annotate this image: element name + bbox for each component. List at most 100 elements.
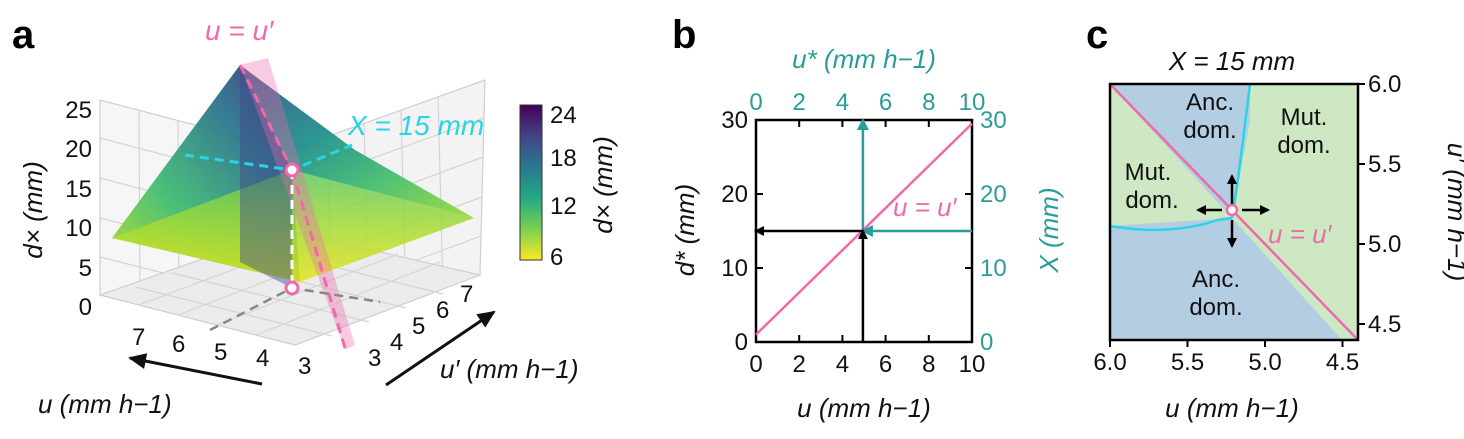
b-right-tick-label: 10	[980, 255, 1007, 282]
panel-a-u-label: u (mm h−1)	[38, 389, 172, 419]
panel-b-arrows	[754, 118, 972, 342]
panel-c-ticks	[1109, 83, 1365, 347]
panel-a-uprime-label: u′ (mm h−1)	[440, 354, 579, 384]
region-label: Mut.	[1281, 104, 1328, 131]
colorbar	[519, 104, 543, 261]
b-left-tick-label: 20	[721, 181, 748, 208]
panel-a-z-label: d× (mm)	[18, 161, 48, 259]
diagonal-plane	[240, 58, 355, 350]
z-tick: 0	[79, 294, 92, 321]
panel-a-u-ticks: 7 6 5 4 3	[132, 324, 311, 380]
b-left-tick-label: 30	[721, 107, 748, 134]
region-label: dom.	[1277, 132, 1330, 159]
b-bottom-tick-label: 4	[836, 351, 849, 378]
u-tick: 6	[172, 331, 185, 358]
uprime-tick: 7	[460, 281, 473, 308]
b-bottom-tick-label: 10	[959, 351, 986, 378]
panel-a: a	[12, 13, 618, 419]
surface-crease-shadow	[240, 65, 292, 288]
b-bottom-tick-label: 0	[749, 351, 762, 378]
panel-c-frame	[1108, 82, 1360, 342]
surface-right-face	[240, 65, 474, 218]
b-top-tick-label: 4	[836, 89, 849, 116]
b-left-tick-label: 10	[721, 255, 748, 282]
b-top-tick-label: 2	[793, 89, 806, 116]
colorbar-tick: 24	[550, 102, 577, 129]
uprime-tick: 4	[390, 329, 403, 356]
panel-a-diagonal-label: u = u′	[205, 15, 275, 46]
diagonal-dashed-line-upper	[238, 64, 294, 171]
panel-b-left-label: d* (mm)	[670, 184, 700, 276]
mutant-region-left	[1110, 84, 1232, 226]
colorbar-ticks: 24 18 12 6	[550, 102, 577, 271]
colorbar-tick: 6	[550, 244, 563, 271]
panel-b-top-label: u* (mm h−1)	[792, 44, 936, 74]
boundary-left	[1109, 216, 1233, 232]
marked-point-surface	[284, 162, 300, 178]
panel-c-title: X = 15 mm	[1168, 46, 1295, 76]
b-top-tick-label: 8	[922, 89, 935, 116]
b-right-tick-label: 0	[980, 329, 993, 356]
b-right-tick-label: 20	[980, 181, 1007, 208]
b-bottom-tick-label: 6	[879, 351, 892, 378]
marked-point-floor	[284, 280, 300, 296]
z-tick: 10	[65, 215, 92, 242]
region-label: dom.	[1125, 187, 1178, 214]
panel-a-uprime-arrow	[385, 310, 496, 387]
panel-a-slice-label: X = 15 mm	[347, 110, 484, 141]
colorbar-tick: 18	[550, 145, 577, 172]
b-right-tick-label: 30	[980, 107, 1007, 134]
z-tick: 5	[79, 255, 92, 282]
panel-a-u-arrow	[128, 353, 263, 386]
panel-b-letter: b	[672, 13, 696, 57]
region-label: dom.	[1189, 294, 1242, 321]
panel-c-bottom-label: u (mm h−1)	[1165, 393, 1299, 423]
colorbar-label: d× (mm)	[588, 136, 618, 234]
colorbar-tick: 12	[550, 193, 577, 220]
b-left-tick-label: 0	[735, 329, 748, 356]
uprime-tick: 5	[412, 313, 425, 340]
b-top-tick-label: 0	[749, 89, 762, 116]
b-bottom-tick-label: 2	[793, 351, 806, 378]
panel-b-diagonal-label: u = u′	[893, 192, 958, 222]
uprime-tick: 3	[368, 345, 381, 372]
c-bottom-tick-label: 5.0	[1248, 349, 1281, 376]
panel-c-cross-arrows	[1196, 174, 1270, 248]
c-bottom-tick-label: 4.5	[1326, 349, 1359, 376]
region-label: dom.	[1183, 117, 1236, 144]
b-top-tick-label: 6	[879, 89, 892, 116]
z-tick: 15	[65, 176, 92, 203]
panel-c: c X = 15 mm Anc. dom. Mut. dom. Mut. dom…	[1086, 13, 1464, 423]
region-label: Anc.	[1192, 266, 1240, 293]
panel-c-right-label: u′ (mm h−1)	[1442, 143, 1464, 282]
u-tick: 5	[214, 339, 227, 366]
uprime-tick: 6	[436, 297, 449, 324]
panel-c-letter: c	[1086, 13, 1108, 57]
panel-b-ticks	[755, 119, 973, 343]
panel-c-diagonal-label: u = u′	[1268, 219, 1333, 249]
c-right-tick-label: 5.0	[1368, 231, 1401, 258]
u-tick: 4	[256, 345, 269, 372]
c-right-tick-label: 6.0	[1368, 71, 1401, 98]
panel-b-bottom-label: u (mm h−1)	[797, 393, 931, 423]
region-labels: Anc. dom. Mut. dom. Mut. dom. Anc. dom.	[1125, 89, 1331, 321]
panel-a-z-ticks: 0 5 10 15 20 25	[65, 97, 92, 321]
region-label: Anc.	[1186, 89, 1234, 116]
panel-a-uprime-ticks: 3 4 5 6 7	[368, 281, 473, 372]
b-bottom-tick-label: 8	[922, 351, 935, 378]
z-tick: 20	[65, 136, 92, 163]
c-right-tick-label: 4.5	[1368, 311, 1401, 338]
u-tick: 7	[132, 324, 145, 351]
c-bottom-tick-label: 6.0	[1093, 349, 1126, 376]
c-right-tick-label: 5.5	[1368, 151, 1401, 178]
z-tick: 25	[65, 97, 92, 124]
panel-c-marked-point	[1225, 203, 1239, 217]
panel-a-letter: a	[12, 13, 35, 57]
mutant-region-top-right	[1232, 84, 1358, 340]
surface-front-face	[112, 170, 474, 282]
region-label: Mut.	[1125, 159, 1172, 186]
